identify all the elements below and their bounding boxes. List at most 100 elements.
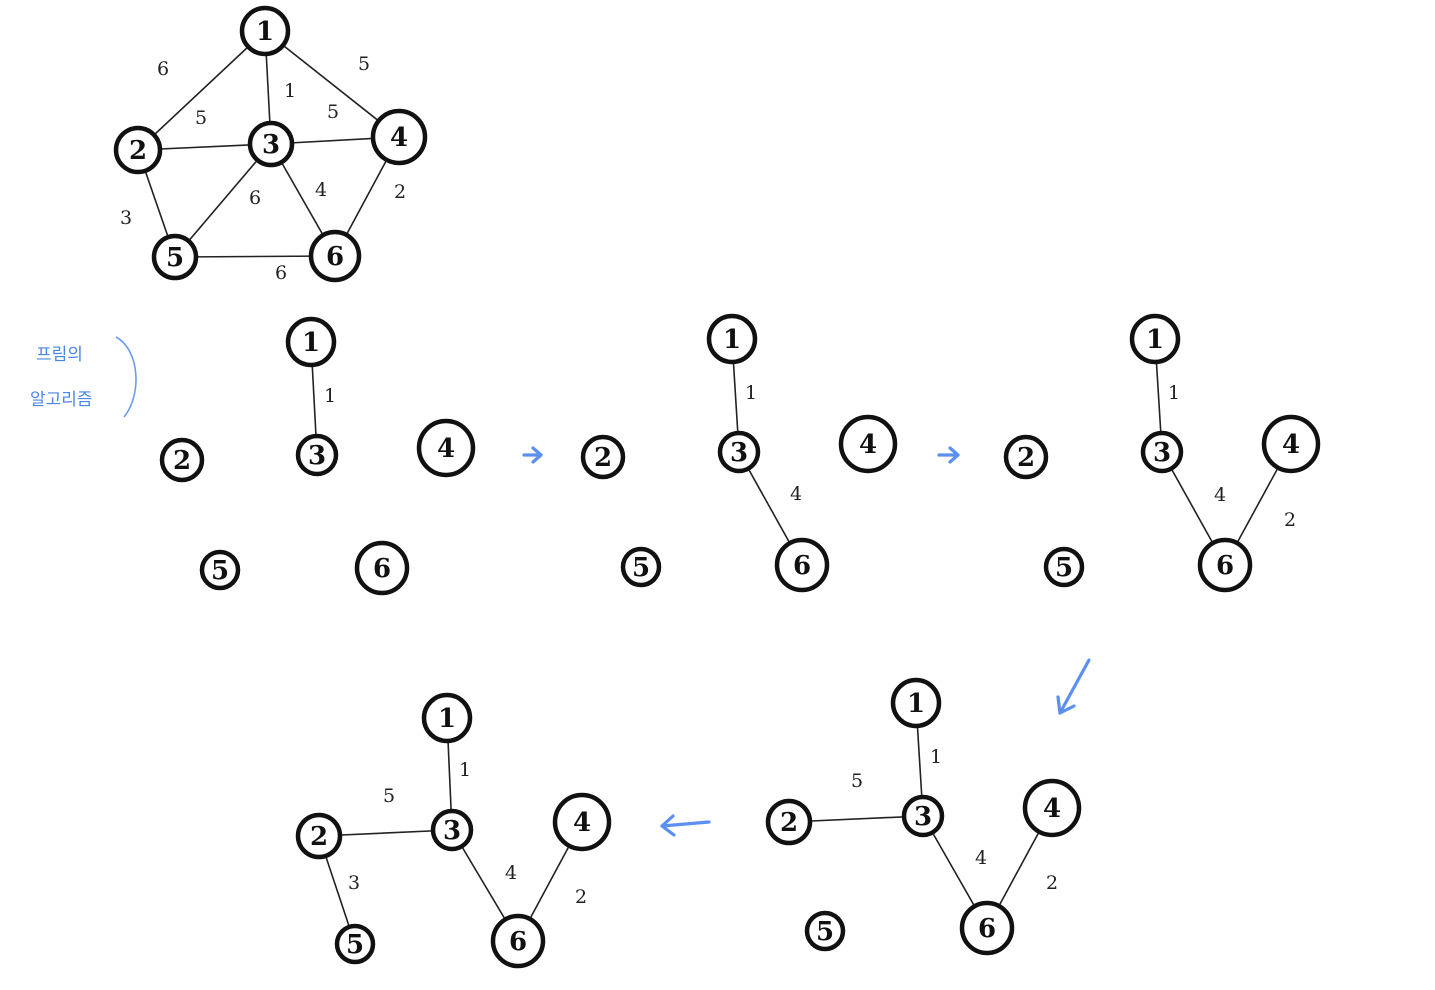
nodes: 1 2 3 4 5 6: [765, 677, 1082, 956]
node-circle: [416, 418, 476, 478]
node-2: 2: [113, 125, 163, 175]
edge-weight-1-3: 1: [1168, 382, 1180, 404]
edge-1-4: [264, 30, 400, 138]
node-circle: [1140, 430, 1184, 474]
edge-weight-2-3: 5: [195, 107, 207, 129]
node-3: 3: [295, 433, 339, 477]
node-label: 4: [859, 430, 877, 460]
node-6: 6: [308, 229, 362, 283]
edge-weight-2-5: 3: [120, 207, 132, 229]
node-circle: [838, 414, 898, 474]
node-circle: [490, 913, 546, 969]
node-label: 1: [438, 704, 456, 734]
node-label: 1: [256, 17, 274, 47]
edge-weight-1-3: 1: [930, 746, 942, 768]
node-circle: [774, 537, 830, 593]
node-label: 4: [1282, 430, 1300, 460]
node-circle: [706, 313, 758, 365]
node-circle: [1022, 778, 1082, 838]
node-label: 6: [978, 914, 996, 944]
edge-weight-3-6: 4: [1214, 484, 1226, 506]
edge-weight-4-6: 2: [394, 181, 406, 203]
node-label: 2: [594, 443, 612, 473]
node-2: 2: [580, 434, 626, 480]
note-line-1: 프림의: [36, 345, 83, 365]
node-label: 5: [816, 917, 834, 947]
node-circle: [308, 229, 362, 283]
node-circle: [804, 910, 846, 952]
nodes: 1 2 3 4 5 6: [1003, 313, 1321, 593]
node-circle: [247, 120, 295, 168]
edge-5-6: [174, 255, 336, 258]
edge-weight-2-3: 5: [851, 770, 863, 792]
node-label: 6: [326, 242, 344, 272]
note-line-2: 알고리즘: [30, 390, 93, 410]
node-6: 6: [1197, 537, 1253, 593]
node-5: 5: [199, 549, 241, 591]
edge-1-2: [137, 30, 266, 151]
node-4: 4: [370, 108, 428, 166]
node-circle: [285, 316, 337, 368]
node-2: 2: [159, 437, 205, 483]
node-circle: [295, 812, 343, 860]
node-label: 2: [310, 822, 328, 852]
node-label: 3: [914, 802, 932, 832]
node-5: 5: [334, 923, 376, 965]
node-label: 2: [173, 446, 191, 476]
node-3: 3: [247, 120, 295, 168]
node-label: 1: [302, 328, 320, 358]
node-circle: [354, 540, 410, 596]
node-label: 5: [346, 930, 364, 960]
node-2: 2: [295, 812, 343, 860]
node-3: 3: [901, 794, 945, 838]
node-4: 4: [1022, 778, 1082, 838]
node-label: 2: [129, 136, 147, 166]
node-3: 3: [1140, 430, 1184, 474]
node-label: 5: [166, 243, 184, 273]
node-label: 3: [262, 130, 280, 160]
node-label: 5: [211, 556, 229, 586]
node-circle: [901, 794, 945, 838]
node-5: 5: [804, 910, 846, 952]
node-5: 5: [620, 546, 662, 588]
node-label: 1: [1146, 325, 1164, 355]
node-circle: [159, 437, 205, 483]
node-circle: [1043, 546, 1085, 588]
note-bracket: [115, 336, 137, 418]
node-2: 2: [765, 798, 813, 846]
node-label: 3: [443, 816, 461, 846]
node-circle: [765, 798, 813, 846]
node-label: 6: [509, 927, 527, 957]
node-circle: [151, 233, 199, 281]
node-circle: [430, 808, 474, 852]
node-1: 1: [421, 692, 473, 744]
node-label: 5: [1055, 553, 1073, 583]
node-circle: [370, 108, 428, 166]
edge-3-5: [174, 143, 272, 258]
step-arrows: [522, 446, 1091, 837]
node-3: 3: [430, 808, 474, 852]
edge-weight-4-6: 2: [1046, 872, 1058, 894]
edge-weight-2-5: 3: [348, 872, 360, 894]
node-label: 5: [632, 553, 650, 583]
node-label: 4: [573, 808, 591, 838]
node-circle: [1261, 414, 1321, 474]
node-label: 3: [1153, 438, 1171, 468]
edge-weight-1-3: 1: [745, 382, 757, 404]
node-label: 3: [308, 441, 326, 471]
node-circle: [1003, 434, 1049, 480]
node-6: 6: [490, 913, 546, 969]
edge-weight-2-3: 5: [383, 785, 395, 807]
arrow-right-1: [522, 446, 543, 464]
node-circle: [620, 546, 662, 588]
node-label: 2: [1017, 443, 1035, 473]
node-1: 1: [890, 677, 942, 729]
arrow-left: [660, 814, 711, 837]
edge-weight-1-4: 5: [358, 53, 370, 75]
